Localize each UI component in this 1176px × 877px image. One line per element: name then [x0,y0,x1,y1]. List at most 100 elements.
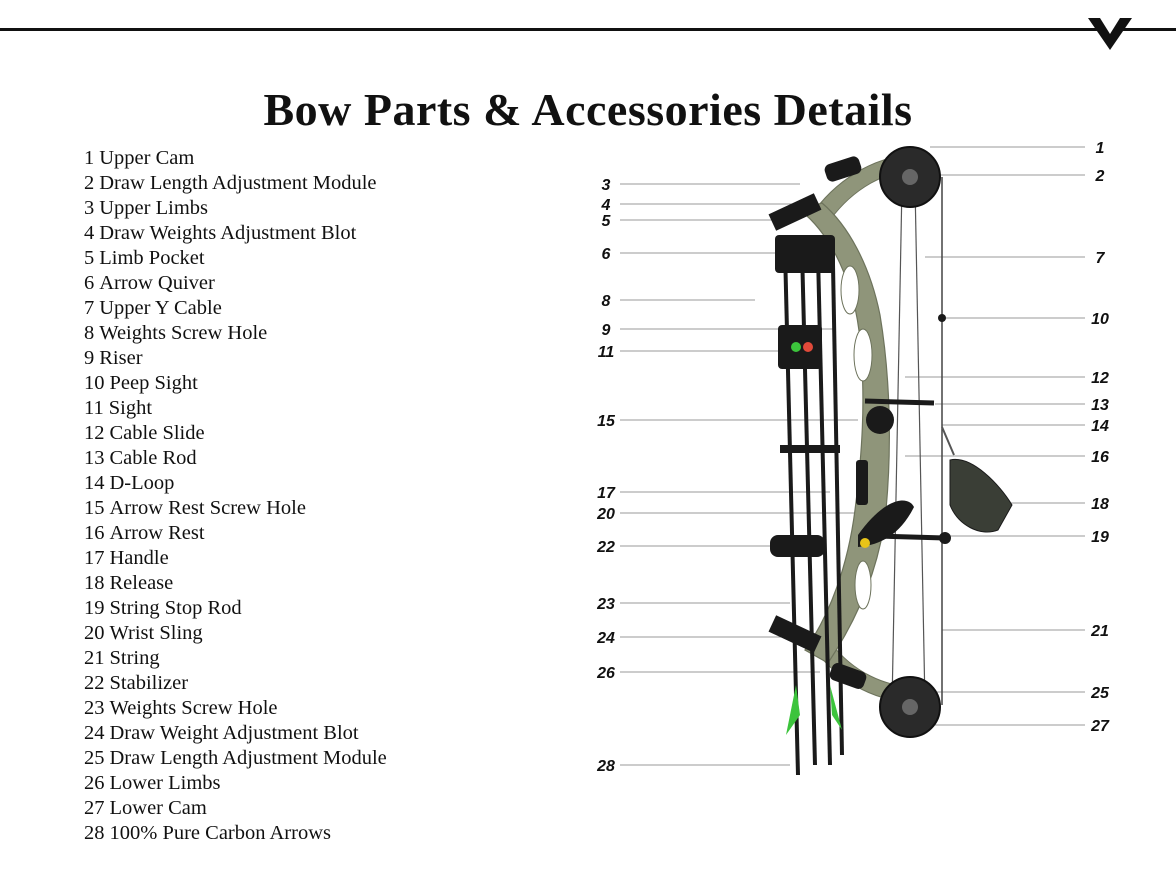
part-label: Cable Rod [109,447,197,469]
stabilizer [770,535,825,557]
part-label: Draw Length Adjustment Module [99,172,377,194]
part-number: 3 [84,197,95,219]
part-number: 9 [84,347,95,369]
part-label: Release [109,572,174,594]
part-number: 8 [84,322,95,344]
part-label: Stabilizer [109,672,189,694]
callout-number: 6 [602,246,611,263]
part-label: String Stop Rod [109,597,242,619]
upper-limb-rubber [824,156,862,182]
callout-number: 18 [1091,496,1109,513]
riser-cutout [840,265,860,315]
sight-pin [791,342,801,352]
wrist-sling [858,500,914,547]
peep-sight [938,314,946,322]
bow-diagram-svg: 3456891115172022232426281271012131416181… [596,140,1110,776]
callout-number: 2 [1095,168,1105,185]
release [949,459,1013,533]
part-number: 2 [84,172,95,194]
part-label: Peep Sight [109,372,198,394]
arrow-quiver [775,235,835,273]
part-number: 16 [84,522,105,544]
lower-cam-hub [902,699,918,715]
part-number: 13 [84,447,105,469]
part-number: 23 [84,697,105,719]
callout-number: 26 [596,665,615,682]
y-cable [914,184,926,706]
callout-number: 24 [596,630,615,647]
arrow-fletching [786,685,800,735]
part-label: D-Loop [109,472,175,494]
part-label: Upper Limbs [99,197,208,219]
arrow-rest [866,406,894,434]
sling-logo [860,538,870,548]
part-number: 27 [84,797,105,819]
part-label: Lower Limbs [109,772,221,794]
part-number: 7 [84,297,95,319]
arrow-shaft [831,264,844,756]
callout-number: 3 [602,177,611,194]
part-label: Upper Cam [99,147,195,169]
part-number: 15 [84,497,105,519]
part-label: Lower Cam [109,797,207,819]
part-label: Handle [109,547,169,569]
part-label: Wrist Sling [109,622,203,644]
part-number: 14 [84,472,105,494]
callout-number: 28 [596,758,615,775]
part-label: Riser [99,347,143,369]
part-number: 19 [84,597,105,619]
callout-number: 7 [1096,250,1106,267]
callout-number: 20 [596,506,615,523]
part-number: 12 [84,422,105,444]
callout-number: 17 [597,485,616,502]
upper-limb-pocket [768,193,822,231]
part-number: 6 [84,272,95,294]
top-rule [0,28,1176,31]
riser-cutout [854,560,872,610]
quiver-clip [780,445,840,453]
part-number: 18 [84,572,105,594]
part-label: Sight [108,397,153,419]
part-number: 22 [84,672,105,694]
part-number: 20 [84,622,105,644]
callout-number: 16 [1091,449,1109,466]
handle-badge [856,460,868,505]
part-label: 100% Pure Carbon Arrows [109,822,332,844]
part-number: 25 [84,747,105,769]
string-stop-tip [939,532,951,544]
part-label: Limb Pocket [99,247,205,269]
part-label: Weights Screw Hole [99,322,268,344]
arrow-fletching [830,685,842,730]
riser-cutout [853,328,873,382]
callout-number: 15 [597,413,616,430]
callout-number: 21 [1090,623,1109,640]
callout-number: 19 [1091,529,1109,546]
callout-labels: 3456891115172022232426281271012131416181… [596,140,1110,775]
string-stop-rod [877,533,946,541]
part-number: 26 [84,772,105,794]
part-label: Draw Weight Adjustment Blot [109,722,359,744]
callout-number: 14 [1091,418,1109,435]
part-label: Weights Screw Hole [109,697,278,719]
